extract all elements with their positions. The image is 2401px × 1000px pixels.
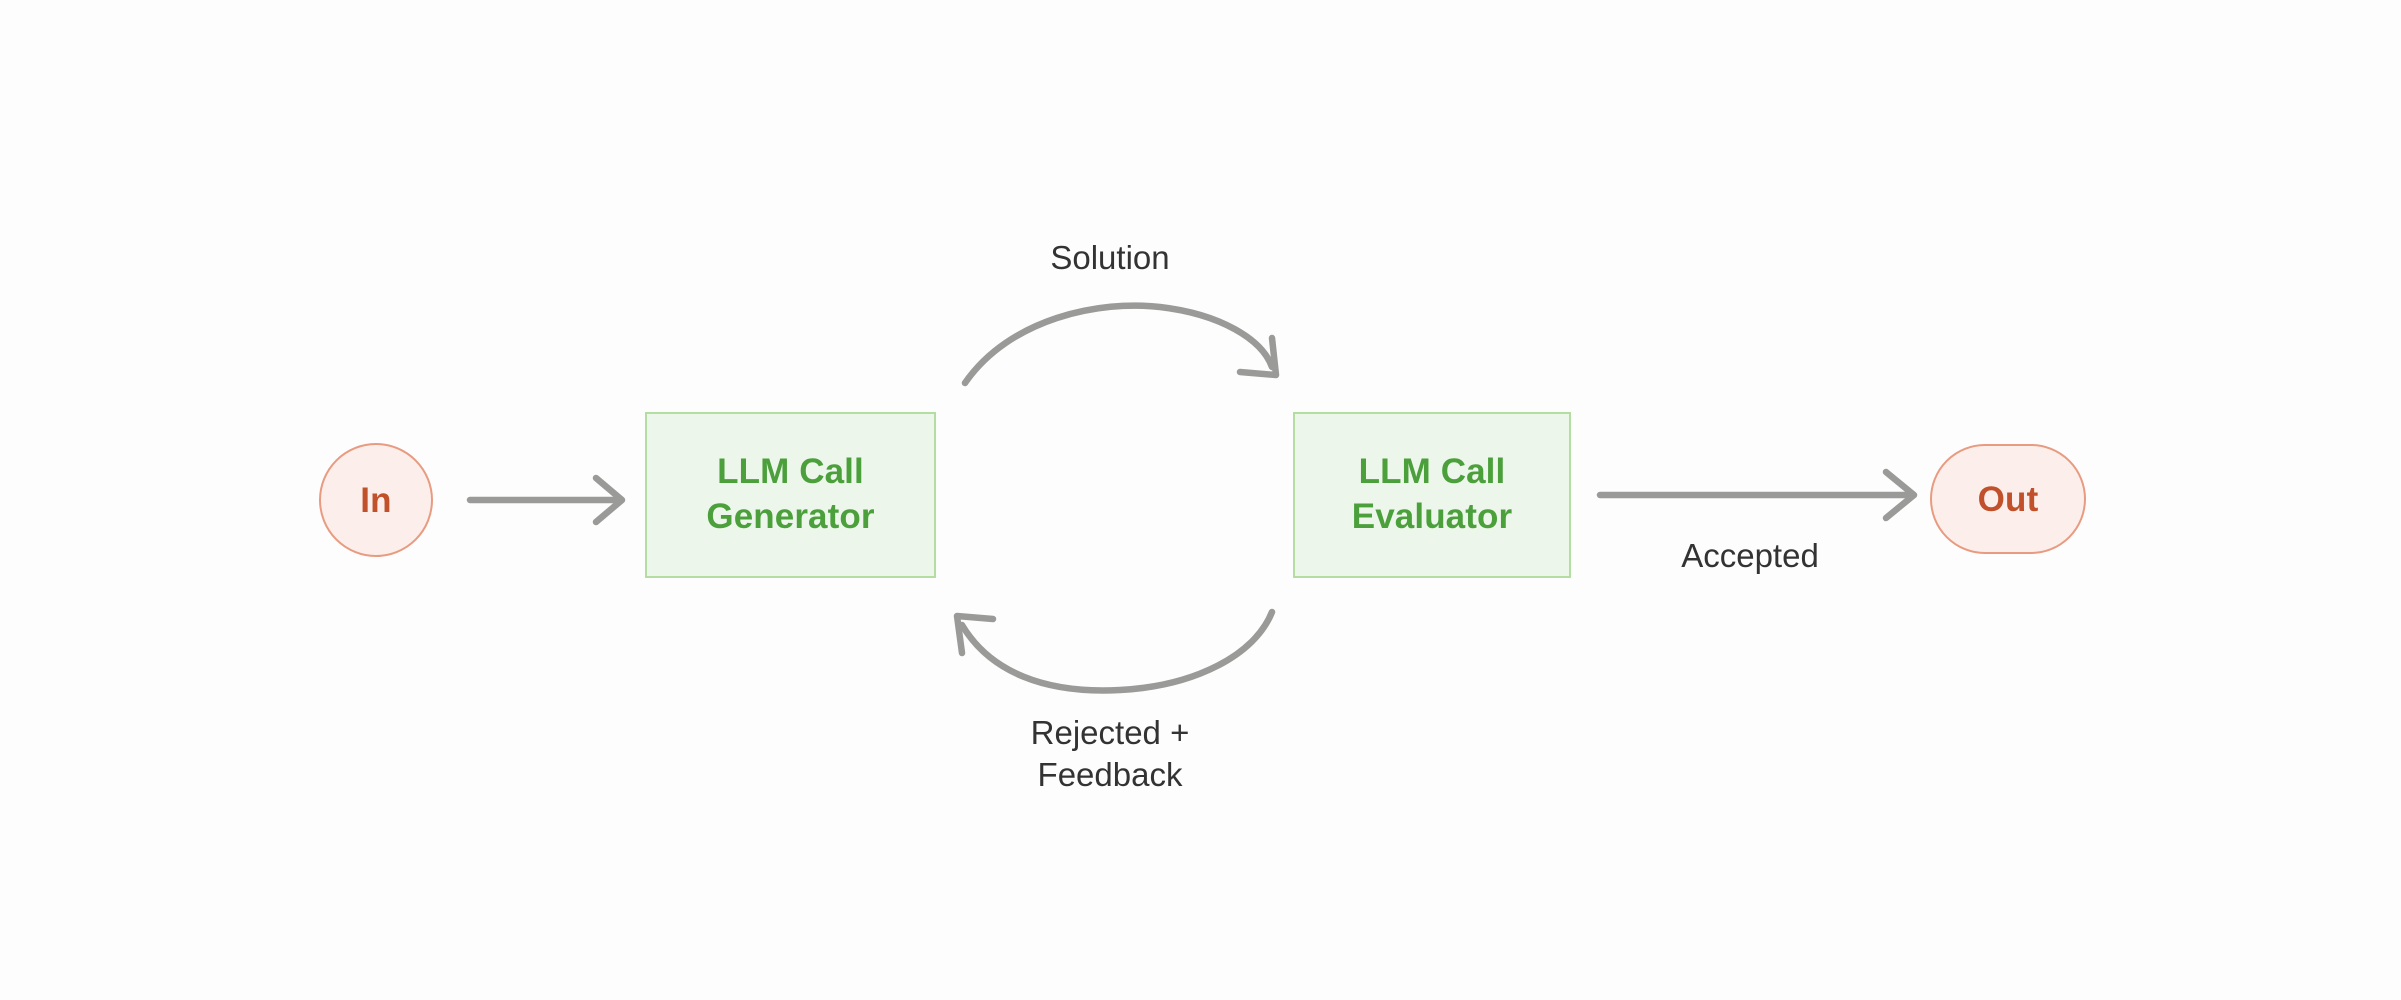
node-in-label: In bbox=[360, 480, 392, 520]
edge-label-rejected-feedback: Rejected + Feedback bbox=[1030, 714, 1190, 793]
node-llm-call-evaluator-label: LLM Call Evaluator bbox=[1351, 452, 1513, 536]
edge-label-solution: Solution bbox=[1050, 239, 1170, 276]
edge-generator-to-evaluator bbox=[961, 302, 1280, 387]
node-out[interactable]: Out bbox=[1930, 444, 2086, 554]
edge-label-accepted: Accepted bbox=[1681, 537, 1819, 574]
node-in[interactable]: In bbox=[319, 443, 433, 557]
edge-in-to-generator bbox=[466, 474, 626, 526]
edge-evaluator-to-out bbox=[1596, 468, 1918, 522]
node-llm-call-generator-label: LLM Call Generator bbox=[706, 452, 875, 536]
node-llm-call-generator[interactable]: LLM Call Generator bbox=[645, 412, 936, 578]
node-out-label: Out bbox=[1977, 479, 2039, 519]
node-llm-call-evaluator[interactable]: LLM Call Evaluator bbox=[1293, 412, 1571, 578]
edge-evaluator-to-generator bbox=[953, 608, 1276, 694]
